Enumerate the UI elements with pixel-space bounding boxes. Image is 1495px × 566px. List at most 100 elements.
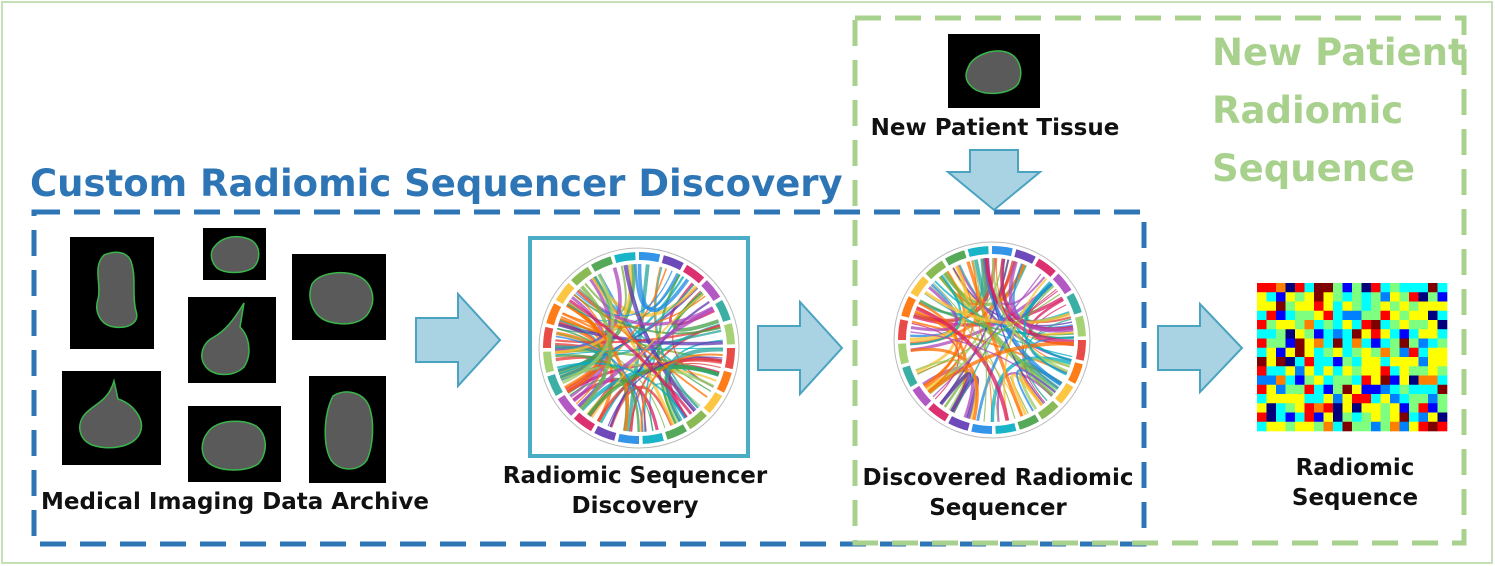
arrow-right-1 (415, 291, 502, 389)
heatmap-cell (1276, 329, 1286, 339)
heatmap-cell (1409, 375, 1419, 386)
heatmap-cell (1371, 283, 1381, 293)
heatmap-cell (1285, 347, 1296, 358)
chord-link (626, 264, 650, 432)
chord-ring-segment (948, 416, 970, 431)
chord-diagram-discovered (893, 241, 1091, 439)
chord-link (1024, 288, 1059, 316)
heatmap-cell (1399, 403, 1410, 413)
heatmap-cell (1257, 283, 1267, 293)
heatmap-cell (1314, 292, 1324, 302)
heatmap-cell (1437, 283, 1448, 293)
chord-link (584, 265, 627, 313)
heatmap-cell (1266, 301, 1277, 312)
heatmap-cell (1418, 283, 1429, 293)
heatmap-cell (1380, 412, 1391, 423)
heatmap-cell (1437, 292, 1448, 302)
heatmap-cell (1257, 421, 1267, 432)
chord-link (1023, 318, 1072, 402)
chord-link (1009, 376, 1029, 414)
heatmap-cell (1390, 357, 1400, 367)
heatmap-cell (1437, 412, 1448, 423)
heatmap-cell (1418, 412, 1429, 423)
heatmap-cell (1266, 384, 1277, 395)
heatmap-cell (1266, 421, 1277, 432)
heatmap-cell (1276, 320, 1286, 330)
heatmap-cell (1342, 384, 1353, 395)
heatmap-cell (1257, 338, 1267, 349)
chord-ring-segment (992, 246, 1013, 257)
heatmap-cell (1314, 329, 1324, 339)
new-patient-title-line-2: Radiomic (1212, 89, 1404, 132)
heatmap-cell (1361, 347, 1372, 358)
chord-ring-segment (724, 323, 735, 345)
heatmap-cell (1314, 421, 1324, 432)
heatmap-cell (1352, 347, 1362, 358)
heatmap-cell (1352, 301, 1362, 312)
heatmap-cell (1333, 421, 1343, 432)
new-patient-tissue-label: New Patient Tissue (870, 115, 1120, 141)
heatmap-cell (1437, 403, 1448, 413)
heatmap-cell (1428, 384, 1438, 395)
heatmap-cell (1437, 394, 1448, 404)
heatmap-cell (1257, 320, 1267, 330)
arrow-right-2 (757, 299, 844, 397)
heatmap-cell (1257, 301, 1267, 312)
sequence-label-line-2: Sequence (1291, 484, 1419, 511)
chord-link (555, 347, 724, 356)
chord-ring-segment (683, 264, 705, 284)
heatmap-cell (1276, 347, 1286, 358)
chord-link (637, 263, 690, 312)
heatmap-cell (1333, 375, 1343, 386)
chord-ring-segment (912, 385, 932, 407)
chord-ring-segment (716, 370, 732, 393)
heatmap-cell (1352, 421, 1362, 432)
heatmap-cell (1371, 347, 1381, 358)
heatmap-cell (1361, 320, 1372, 330)
heatmap-cell (1352, 403, 1362, 413)
heatmap-cell (1295, 329, 1305, 339)
heatmap-cell (1399, 292, 1410, 302)
heatmap-cell (1418, 403, 1429, 413)
heatmap-cell (1409, 366, 1419, 376)
chord-link (944, 271, 1057, 393)
heatmap-cell (1314, 320, 1324, 330)
heatmap-cell (1390, 283, 1400, 293)
tissue-image-6 (188, 406, 281, 482)
heatmap-cell (1295, 283, 1305, 293)
heatmap-cell (1285, 329, 1296, 339)
heatmap-cell (1295, 320, 1305, 330)
chord-link (924, 290, 1071, 325)
chord-link (566, 303, 629, 432)
chord-ring-segment (1037, 400, 1059, 420)
heatmap-cell (1390, 347, 1400, 358)
heatmap-cell (1285, 412, 1296, 423)
heatmap-cell (1409, 384, 1419, 395)
chord-link (579, 285, 612, 411)
heatmap-cell (1314, 310, 1324, 321)
heatmap-cell (1295, 412, 1305, 423)
heatmap-cell (1342, 320, 1353, 330)
chord-link (568, 299, 693, 415)
heatmap-cell (1257, 366, 1267, 376)
heatmap-cell (1418, 347, 1429, 358)
heatmap-cell (1399, 338, 1410, 349)
discovery-section-title: Custom Radiomic Sequencer Discovery (30, 162, 843, 205)
heatmap-cell (1304, 421, 1315, 432)
heatmap-cell (1266, 329, 1277, 339)
heatmap-cell (1399, 347, 1410, 358)
heatmap-cell (1257, 357, 1267, 367)
heatmap-cell (1428, 292, 1438, 302)
heatmap-cell (1399, 384, 1410, 395)
heatmap-cell (1409, 310, 1419, 321)
heatmap-cell (1399, 412, 1410, 423)
chord-link (575, 270, 673, 317)
heatmap-cell (1314, 357, 1324, 367)
heatmap-cell (1323, 320, 1334, 330)
heatmap-cell (1304, 366, 1315, 376)
chord-link (587, 365, 720, 417)
heatmap-cell (1371, 310, 1381, 321)
heatmap-cell (1361, 301, 1372, 312)
heatmap-cell (1257, 403, 1267, 413)
chord-ring-segment (1014, 249, 1036, 264)
